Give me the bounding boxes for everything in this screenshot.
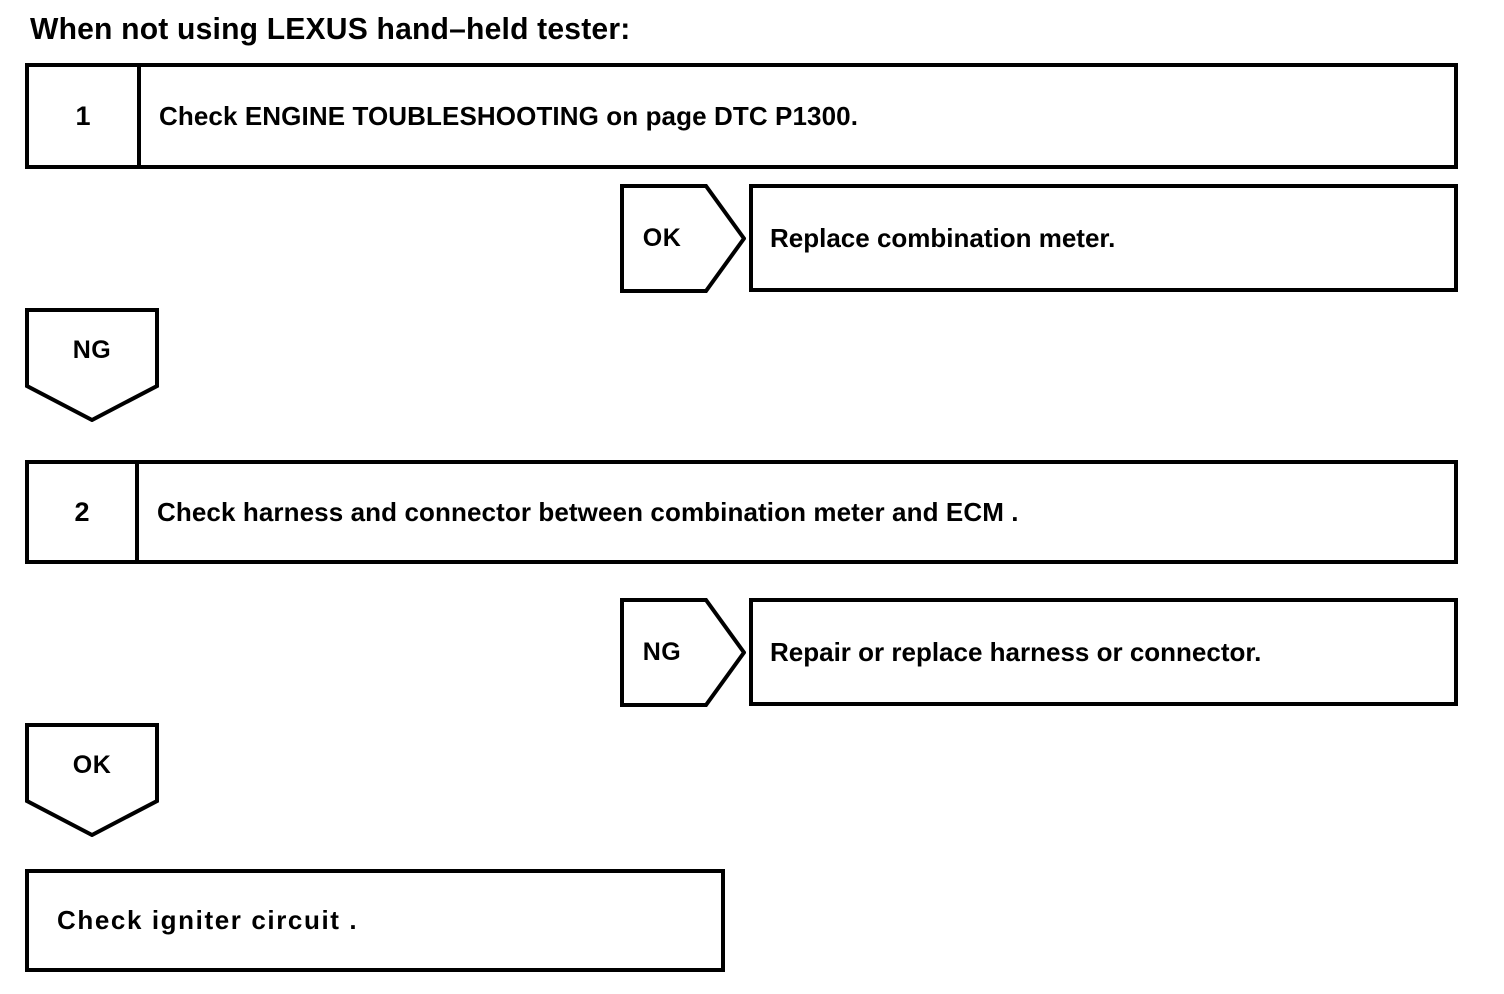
step-number-1: 1 <box>29 67 141 165</box>
branch-result-text-1: Replace combination meter. <box>770 222 1116 253</box>
final-box-text: Check igniter circuit . <box>57 905 359 935</box>
page-title: When not using LEXUS hand–held tester: <box>30 11 631 46</box>
step-box-2: 2 Check harness and connector between co… <box>25 460 1458 564</box>
step-box-1: 1 Check ENGINE TOUBLESHOOTING on page DT… <box>25 63 1458 169</box>
connector-label-ok: OK <box>72 750 112 779</box>
connector-label-ng: NG <box>72 335 112 364</box>
branch-label-ok-1: OK <box>642 224 682 252</box>
final-box: Check igniter circuit . <box>25 869 725 972</box>
branch-chevron-ng-2: NG <box>620 598 746 707</box>
branch-result-box-1: Replace combination meter. <box>749 184 1458 292</box>
step-number-2: 2 <box>29 464 139 560</box>
branch-result-text-2: Repair or replace harness or connector. <box>770 636 1262 667</box>
step-text-1: Check ENGINE TOUBLESHOOTING on page DTC … <box>159 100 859 131</box>
branch-result-box-2: Repair or replace harness or connector. <box>749 598 1458 706</box>
connector-pentagon-ok: OK <box>25 723 159 837</box>
branch-label-ng-2: NG <box>642 638 682 666</box>
step-text-2: Check harness and connector between comb… <box>157 496 1019 527</box>
branch-chevron-ok-1: OK <box>620 184 746 293</box>
connector-pentagon-ng: NG <box>25 308 159 422</box>
